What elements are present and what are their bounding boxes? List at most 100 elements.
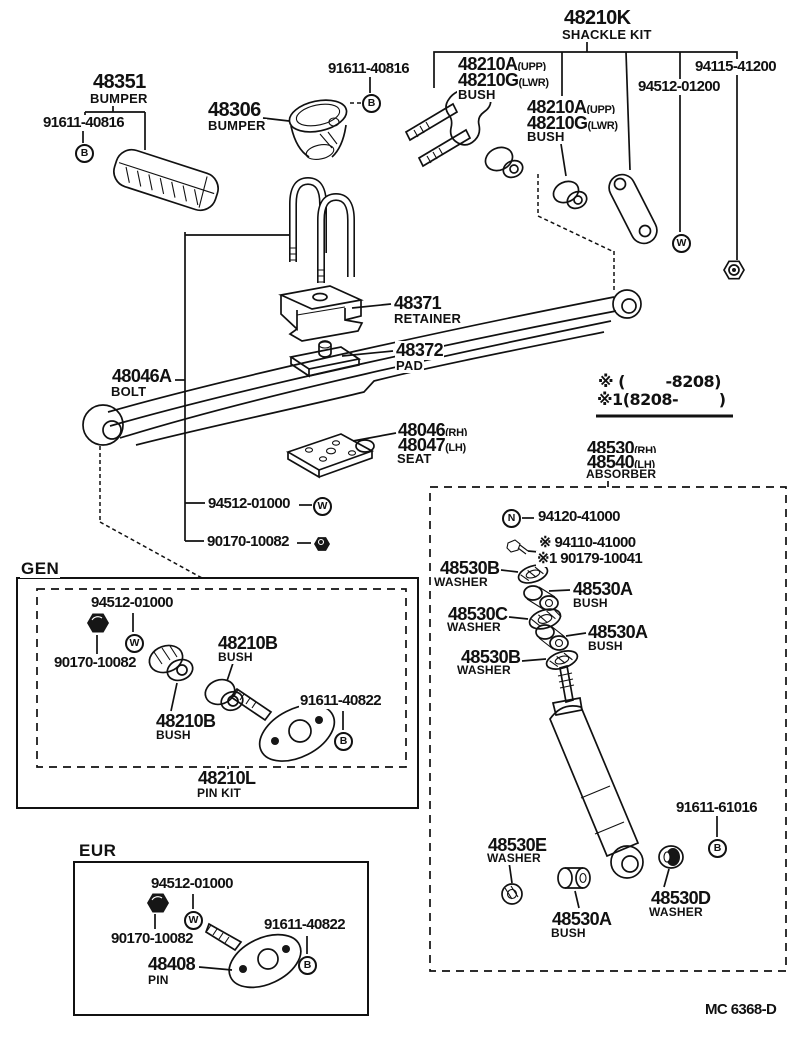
label-eur-pin-code: 48408 bbox=[147, 954, 197, 974]
bush-block2-code2: 48210G bbox=[527, 113, 588, 133]
label-shackle-kit-desc: SHACKLE KIT bbox=[561, 27, 653, 42]
shackle-nut-icon bbox=[723, 260, 745, 280]
label-bush-block2-line1: 48210A(UPP) bbox=[526, 98, 616, 118]
label-seat-line2: 48047(LH) bbox=[397, 436, 467, 456]
label-bumper-48351-code: 48351 bbox=[92, 71, 147, 93]
label-gen-pin-kit-desc: PIN KIT bbox=[196, 786, 243, 800]
label-washer-48530b-1-desc: WASHER bbox=[433, 575, 489, 589]
label-seat-desc: SEAT bbox=[396, 451, 433, 466]
label-bush-48530a-1-desc: BUSH bbox=[572, 596, 609, 610]
bush-block1-code2: 48210G bbox=[458, 70, 519, 90]
label-pad-desc: PAD bbox=[395, 358, 425, 373]
washer-48530d-icon bbox=[658, 845, 684, 869]
label-gen-pn-90170-10082: 90170-10082 bbox=[53, 654, 137, 671]
bush-block2-tag1: (UPP) bbox=[586, 104, 615, 116]
label-bush-block1-line1: 48210A(UPP) bbox=[457, 55, 547, 75]
label-washer-48530b-2-desc: WASHER bbox=[456, 663, 512, 677]
label-washer-48530c-desc: WASHER bbox=[446, 620, 502, 634]
label-eur-pn-94512-01000: 94512-01000 bbox=[150, 875, 234, 892]
label-eur-pn-90170-10082: 90170-10082 bbox=[110, 930, 194, 947]
label-pn-94512-01200: 94512-01200 bbox=[637, 78, 721, 95]
eur-nut-icon bbox=[147, 893, 169, 913]
label-shackle-kit-code: 48210K bbox=[563, 7, 632, 29]
bush-48530a-1-icon bbox=[523, 585, 559, 611]
label-bush-48530a-3-code: 48530A bbox=[551, 909, 613, 929]
label-bolt-desc: BOLT bbox=[110, 384, 148, 399]
bush-48530a-2-icon bbox=[535, 624, 569, 651]
label-bumper-48306-desc: BUMPER bbox=[207, 118, 267, 133]
circle-w-icon: W bbox=[184, 911, 203, 930]
absorber-bolt-icon bbox=[506, 539, 529, 555]
label-gen-pn-91611-40822: 91611-40822 bbox=[299, 692, 382, 709]
label-gen-pn-94512-01000: 94512-01000 bbox=[90, 594, 174, 611]
eur-pin-graphic bbox=[204, 922, 302, 989]
label-note-line2: ※1(8208- ) bbox=[596, 390, 727, 409]
label-gen-bush-lower-desc: BUSH bbox=[155, 728, 192, 742]
washer-48530b-1-icon bbox=[517, 564, 549, 584]
bush-block2-code1: 48210A bbox=[527, 97, 587, 117]
gen-bush-upper-icon bbox=[148, 644, 194, 682]
eur-box-outline bbox=[73, 861, 369, 1016]
eur-section-title: EUR bbox=[78, 841, 118, 860]
bush-block1-code1: 48210A bbox=[458, 54, 518, 74]
label-bush-block1-line2: 48210G(LWR) bbox=[457, 71, 550, 91]
seat-tag2: (LH) bbox=[445, 442, 466, 454]
label-retainer-code: 48371 bbox=[393, 293, 443, 313]
label-mid-pn-90170-10082: 90170-10082 bbox=[206, 533, 290, 550]
circle-b-icon: B bbox=[334, 732, 353, 751]
label-eur-pin-desc: PIN bbox=[147, 973, 170, 987]
absorber-code2: 48540 bbox=[587, 452, 635, 472]
washer-48530e-icon bbox=[501, 883, 523, 905]
label-washer-48530d-code: 48530D bbox=[650, 888, 712, 908]
label-bush-48530a-2-desc: BUSH bbox=[587, 639, 624, 653]
label-bumper-48351-desc: BUMPER bbox=[89, 91, 149, 106]
shackle-bush-2-graphic bbox=[552, 180, 588, 210]
circle-b-icon: B bbox=[298, 956, 317, 975]
label-bolt-code: 48046A bbox=[111, 366, 173, 386]
seat-tag1: (RH) bbox=[445, 427, 468, 439]
shackle-bush-1-graphic bbox=[484, 146, 524, 179]
label-bush-block2-desc: BUSH bbox=[526, 129, 566, 144]
bush-block1-tag1: (UPP) bbox=[517, 61, 546, 73]
circle-w-icon: W bbox=[125, 634, 144, 653]
mid-nut-icon bbox=[314, 537, 330, 551]
label-note-line1: ※ ( -8208) bbox=[597, 372, 722, 391]
bumper-48306-graphic bbox=[288, 99, 348, 160]
shackle-link-plate bbox=[608, 173, 658, 245]
label-gen-bush-upper-desc: BUSH bbox=[217, 650, 254, 664]
seat-graphic bbox=[285, 433, 375, 479]
label-pn-94115-41200: 94115-41200 bbox=[694, 58, 777, 75]
label-washer-48530d-desc: WASHER bbox=[648, 905, 704, 919]
leader-lines bbox=[82, 75, 718, 971]
label-absorber-desc: ABSORBER bbox=[585, 467, 658, 481]
label-pn-91611-40816-top: 91611-40816 bbox=[327, 60, 410, 77]
label-bush-block1-desc: BUSH bbox=[457, 87, 497, 102]
label-pn-94120-41000: 94120-41000 bbox=[537, 508, 621, 525]
bush-block1-tag2: (LWR) bbox=[518, 77, 549, 89]
label-washer-48530c-code: 48530C bbox=[447, 604, 509, 624]
label-eur-pn-91611-40822: 91611-40822 bbox=[263, 916, 346, 933]
label-bumper-48306-code: 48306 bbox=[207, 99, 262, 121]
label-pn-91611-61016: 91611-61016 bbox=[675, 799, 758, 816]
label-pn-94110-41000: ※ 94110-41000 bbox=[538, 534, 637, 551]
leaf-spring-graphic bbox=[82, 289, 642, 446]
dashed-leader-lines bbox=[99, 102, 615, 579]
seat-code2: 48047 bbox=[398, 435, 446, 455]
circle-b-icon: B bbox=[708, 839, 727, 858]
gen-pin-graphic bbox=[229, 687, 336, 762]
label-absorber-line2: 48540(LH) bbox=[586, 453, 656, 473]
circle-w-icon: W bbox=[672, 234, 691, 253]
label-washer-48530e-code: 48530E bbox=[487, 835, 548, 855]
shackle-plate-with-studs bbox=[404, 86, 492, 168]
retainer-graphic bbox=[278, 285, 364, 342]
label-pn-91611-40816-left: 91611-40816 bbox=[42, 114, 125, 131]
washer-48530b-2-icon bbox=[545, 650, 579, 670]
label-bush-block2-line2: 48210G(LWR) bbox=[526, 114, 619, 134]
label-seat-line1: 48046(RH) bbox=[397, 420, 469, 441]
label-gen-bush-lower-code: 48210B bbox=[155, 711, 217, 731]
seat-code1: 48046 bbox=[398, 420, 446, 440]
washer-48530c-icon bbox=[528, 608, 562, 630]
bush-48530a-3-icon bbox=[557, 867, 591, 889]
